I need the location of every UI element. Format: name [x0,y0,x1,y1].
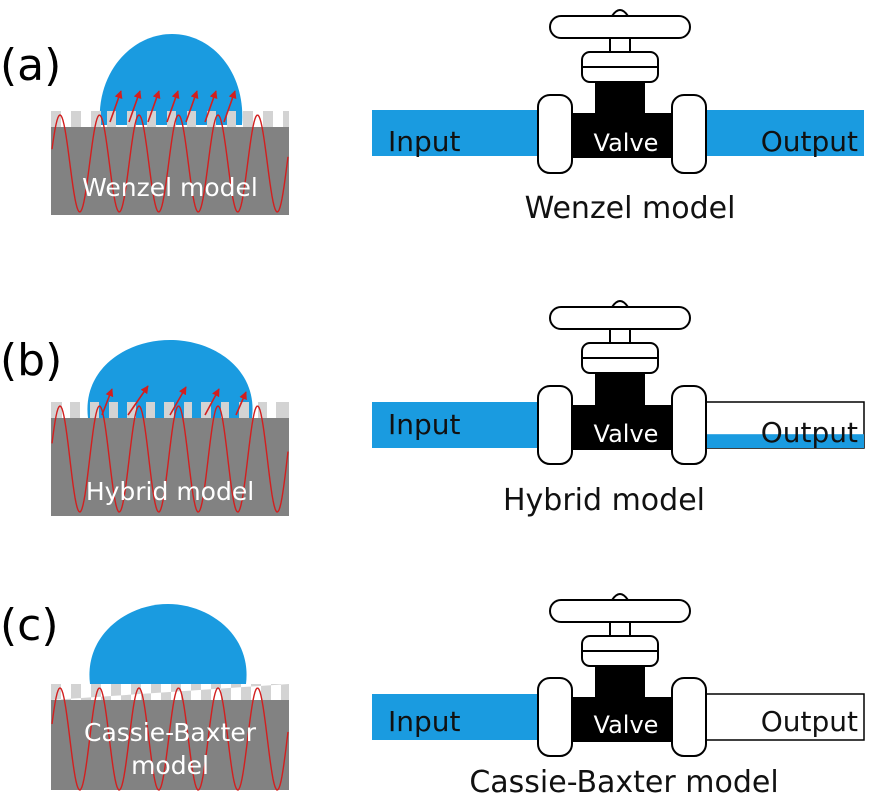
handwheel [549,15,691,39]
right-flange [671,94,707,174]
stem [609,621,631,637]
panel-a-surface: Wenzel model [51,34,289,215]
panel-b-surface: Hybrid model [51,340,289,516]
input-label: Input [388,125,461,158]
input-pipe [372,110,540,156]
left-flange [537,677,573,757]
stem-cap [610,593,630,601]
caption: Wenzel model [525,191,736,226]
substrate [51,700,289,790]
right-flange [671,385,707,465]
input-pipe [372,694,540,740]
substrate-label: Wenzel model [82,173,258,202]
valve-label: Valve [594,129,659,157]
output-pipe-frame [705,693,865,741]
substrate-label-line-1: Cassie-Baxter [84,718,257,747]
pillar-row [51,684,289,700]
valve-label: Valve [594,420,659,448]
valve-label: Valve [594,711,659,739]
panel-a: (a) We [0,9,864,226]
panel-c-valve: Input Valve Output Cassie-Baxter model [372,593,865,800]
input-pipe [372,402,540,448]
vector-arrows [101,385,247,416]
panel-b-valve: Input Valve Output Hybrid model [372,300,865,518]
left-flange [537,94,573,174]
panel-a-label: (a) [0,40,61,91]
output-label: Output [761,705,858,738]
handwheel [549,599,691,623]
stem [609,37,631,53]
droplet [87,340,253,418]
input-label: Input [388,705,461,738]
pillar-row [51,111,289,127]
stem-cap [610,9,630,17]
panel-a-valve: Input Valve Output Wenzel model [372,9,864,226]
right-flange [671,677,707,757]
substrate-label: Hybrid model [86,477,254,506]
caption: Cassie-Baxter model [469,765,778,800]
substrate [51,418,289,516]
roughness-wave [51,405,289,513]
droplet [89,604,247,684]
caption: Hybrid model [503,483,705,518]
panel-c: (c) Cassie-Baxter model Input Valve Outp… [0,593,865,800]
substrate-label-line-2: model [131,751,209,780]
stem-cap [610,300,630,308]
valve-body [568,82,672,158]
handwheel [549,306,691,330]
pillar-row [51,402,289,418]
vector-arrows [109,90,237,123]
valve-body [568,666,672,742]
panel-c-surface: Cassie-Baxter model [51,604,289,791]
output-label: Output [761,416,858,449]
valve-body [568,373,672,450]
roughness-wave [51,114,289,213]
roughness-wave [51,687,289,791]
panel-c-label: (c) [0,600,59,651]
panel-b-label: (b) [0,335,62,386]
output-pipe [706,110,864,156]
left-flange [537,385,573,465]
input-label: Input [388,408,461,441]
substrate [51,127,289,215]
output-pipe-water [706,434,864,448]
stem [609,328,631,344]
output-label: Output [761,125,858,158]
panel-b: (b) Hybrid model [0,300,865,518]
